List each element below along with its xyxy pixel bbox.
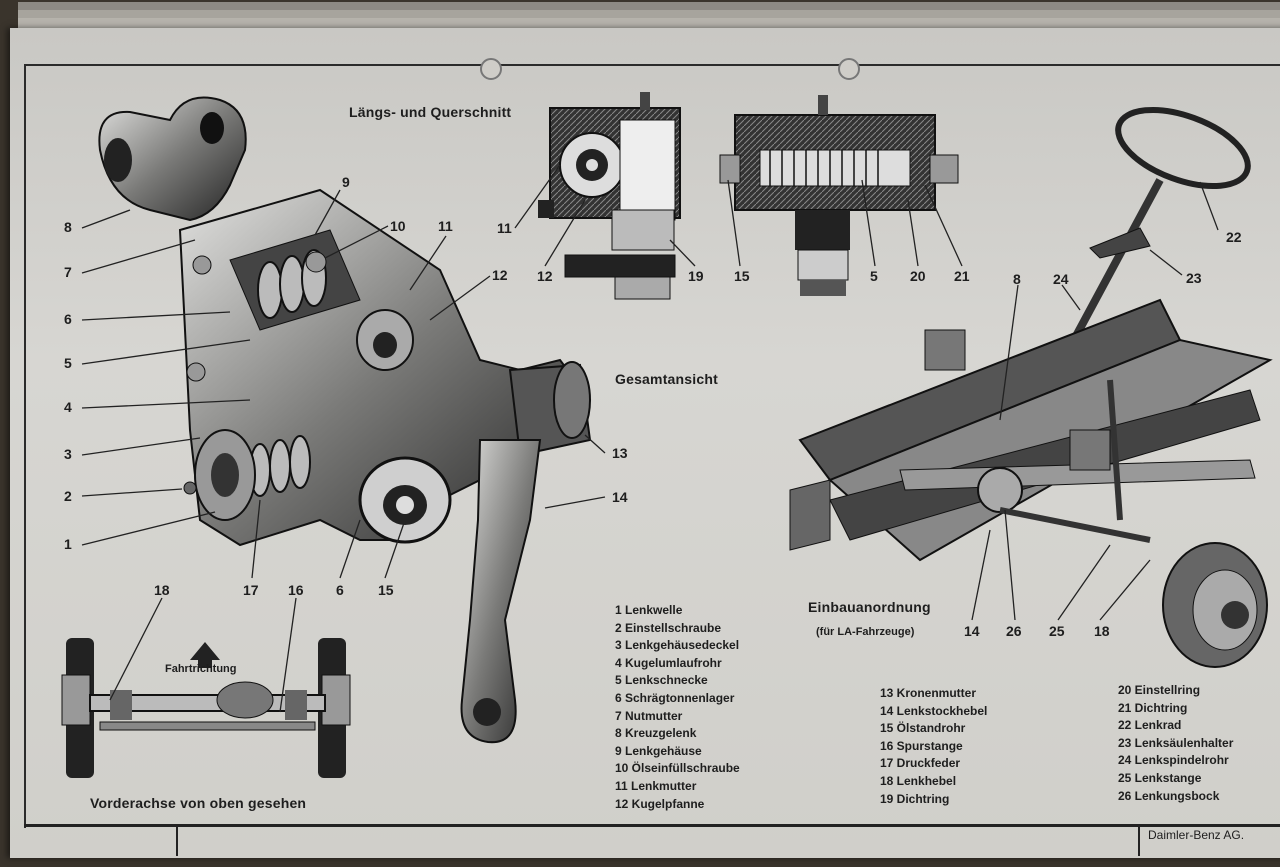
legend-item: 21 Dichtring — [1118, 700, 1188, 715]
callout-number: 5 — [870, 268, 878, 284]
callout-number: 18 — [154, 582, 170, 598]
steering-box-illustration — [98, 96, 592, 744]
callout-number: 15 — [734, 268, 750, 284]
callout-number: 8 — [64, 219, 72, 235]
callout-number: 16 — [288, 582, 304, 598]
legend-item: 12 Kugelpfanne — [615, 796, 705, 811]
legend-item: 9 Lenkgehäuse — [615, 743, 702, 758]
callout-number: 20 — [910, 268, 926, 284]
legend-item: 22 Lenkrad — [1118, 718, 1182, 733]
legend-item: 15 Ölstandrohr — [880, 721, 966, 736]
legend-item: 13 Kronenmutter — [880, 686, 977, 700]
sheet-edge — [18, 10, 1280, 20]
callout-number: 14 — [964, 623, 980, 639]
legend-item: 18 Lenkhebel — [880, 773, 957, 788]
callout-number: 12 — [492, 267, 508, 283]
legend-item: 8 Kreuzgelenk — [615, 726, 697, 741]
leader-lines — [81, 164, 1219, 713]
cross-section-views — [538, 92, 959, 300]
callout-number: 5 — [64, 355, 72, 371]
callout-number: 14 — [612, 489, 628, 505]
overall-view-heading: Gesamtansicht — [615, 371, 718, 387]
legend-item: 5 Lenkschnecke — [615, 673, 708, 688]
callout-number: 4 — [64, 399, 72, 415]
callout-number: 12 — [537, 268, 553, 284]
legend-item: 14 Lenkstockhebel — [880, 703, 988, 718]
callout-number: 23 — [1186, 270, 1202, 286]
callout-number: 2 — [64, 488, 72, 504]
callout-number: 26 — [1006, 623, 1022, 639]
callout-number: 24 — [1053, 271, 1069, 287]
legend-item: 1 Lenkwelle — [615, 603, 683, 617]
legend-item: 24 Lenkspindelrohr — [1118, 753, 1229, 768]
legend-item: 17 Druckfeder — [880, 756, 961, 771]
title-block-divider — [176, 826, 178, 856]
legend-item: 25 Lenkstange — [1118, 770, 1202, 785]
legend-item: 16 Spurstange — [880, 738, 963, 753]
punch-hole — [838, 58, 860, 80]
callout-number: 8 — [1013, 271, 1021, 287]
legend-item: 19 Dichtring — [880, 791, 950, 806]
cross-section-heading: Längs- und Querschnitt — [349, 104, 512, 120]
legend-item: 11 Lenkmutter — [615, 778, 697, 793]
punch-hole — [480, 58, 502, 80]
page-frame — [24, 64, 1280, 828]
legend-item: 10 Ölseinfüllschraube — [615, 761, 740, 776]
parts-legend-col1: 1 Lenkwelle 2 Einstellschraube 3 Lenkgeh… — [615, 602, 740, 813]
legend-item: 4 Kugelumlaufrohr — [615, 655, 722, 670]
legend-item: 26 Lenkungsbock — [1118, 788, 1220, 803]
legend-item: 2 Einstellschraube — [615, 620, 722, 635]
callout-number: 25 — [1049, 623, 1065, 639]
direction-label: Fahrtrichtung — [165, 663, 237, 675]
sheet-edge — [18, 2, 1280, 12]
installation-view — [789, 106, 1273, 668]
callout-number: 21 — [954, 268, 970, 284]
callout-number: 1 — [64, 536, 72, 552]
installation-subheading: (für LA-Fahrzeuge) — [816, 626, 915, 638]
callout-number: 6 — [64, 311, 72, 327]
title-block-divider — [1138, 826, 1140, 856]
callout-number: 19 — [688, 268, 704, 284]
callout-number: 17 — [243, 582, 259, 598]
callout-number: 3 — [64, 446, 72, 462]
callout-number: 9 — [342, 174, 350, 190]
title-block — [24, 824, 1280, 867]
front-axle-top-view — [61, 638, 351, 778]
legend-item: 6 Schrägtonnenlager — [615, 690, 735, 705]
legend-item: 23 Lenksäulenhalter — [1118, 735, 1234, 750]
callout-number: 6 — [336, 582, 344, 598]
parts-legend-col3: 20 Einstellring 21 Dichtring 22 Lenkrad … — [1118, 682, 1233, 805]
company-name: Daimler-Benz AG. — [1148, 828, 1245, 842]
legend-item: 3 Lenkgehäusedeckel — [615, 638, 740, 653]
legend-item: 7 Nutmutter — [615, 708, 683, 723]
callout-number: 22 — [1226, 229, 1242, 245]
sheet-edge — [18, 18, 1280, 28]
installation-heading: Einbauanordnung — [808, 599, 931, 615]
callout-number: 13 — [612, 445, 628, 461]
callout-number: 11 — [438, 218, 453, 234]
callout-number: 15 — [378, 582, 394, 598]
callout-number: 11 — [497, 220, 512, 236]
parts-legend-col2: 13 Kronenmutter 14 Lenkstockhebel 15 Öls… — [880, 685, 987, 808]
callout-number: 18 — [1094, 623, 1110, 639]
callout-number: 10 — [390, 218, 406, 234]
legend-item: 20 Einstellring — [1118, 683, 1201, 697]
axle-top-heading: Vorderachse von oben gesehen — [90, 795, 307, 811]
callout-number: 7 — [64, 264, 72, 280]
